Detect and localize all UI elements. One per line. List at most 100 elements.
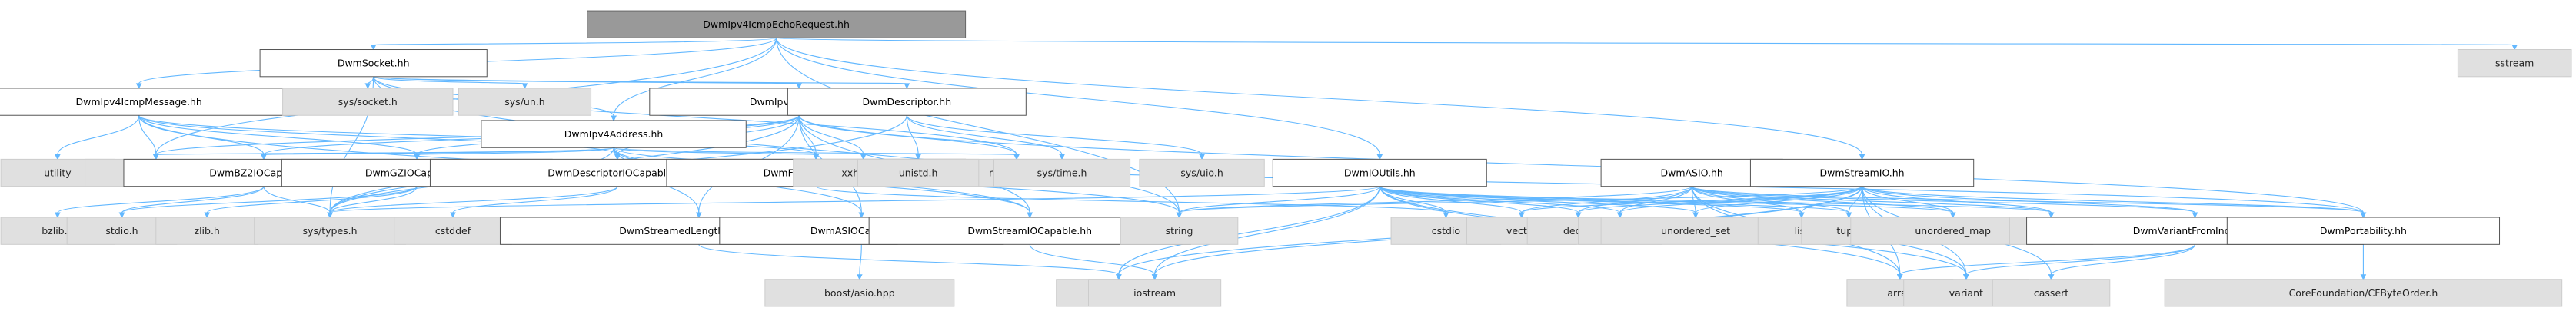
edge-arrowhead <box>915 154 921 160</box>
node-unistd: unistd.h <box>857 158 980 187</box>
node-label: DwmIpv4Address.hh <box>564 128 664 140</box>
edge-line <box>776 38 1380 155</box>
edge-line <box>452 186 618 213</box>
edge-arrowhead <box>857 274 863 280</box>
node-string: string <box>1120 217 1239 245</box>
node-syssock: sys/socket.h <box>282 88 454 116</box>
node-streamio[interactable]: DwmStreamIO.hh <box>1749 158 1975 187</box>
node-systypes: sys/types.h <box>254 217 406 245</box>
edge-line <box>2050 244 2196 275</box>
edge-arrowhead <box>1376 154 1383 160</box>
node-label: DwmPortability.hh <box>2320 225 2407 237</box>
node-label: zlib.h <box>195 225 220 237</box>
edge-arrowhead <box>2511 45 2518 51</box>
node-box <box>993 158 1131 187</box>
node-box <box>857 158 980 187</box>
edge-arrowhead <box>1518 212 1525 219</box>
node-box <box>1272 158 1487 187</box>
node-desc[interactable]: DwmDescriptor.hh <box>787 88 1027 116</box>
edge-streamio-to-deque <box>1575 186 1863 219</box>
node-label: DwmSocket.hh <box>338 58 410 69</box>
node-ip4[interactable]: DwmIpv4Address.hh <box>481 120 747 148</box>
node-box <box>1139 158 1265 187</box>
edge-slen-to-cstdint <box>698 243 1122 280</box>
node-port[interactable]: DwmPortability.hh <box>2226 217 2501 245</box>
edge-asiocap-to-boostasio <box>857 244 863 280</box>
node-label: sys/uio.h <box>1180 167 1223 179</box>
edge-streamio-to-set <box>1862 186 2055 219</box>
node-box <box>1749 158 1975 187</box>
node-box <box>1992 279 2111 307</box>
node-label: unordered_map <box>1915 225 1991 237</box>
edge-arrowhead <box>611 115 617 122</box>
edge-line <box>798 115 2364 213</box>
edge-bz2-to-stdio <box>118 186 265 219</box>
edge-arrowhead <box>614 154 621 160</box>
node-label: DwmDescriptorIOCapable.hh <box>547 167 687 179</box>
edge-line <box>1578 186 1863 213</box>
edge-line <box>373 37 777 46</box>
edge-streamio-to-umap <box>1862 186 1956 219</box>
edge-line <box>1521 186 1863 213</box>
edge-line <box>1029 244 1156 275</box>
edge-arrowhead <box>450 212 456 219</box>
node-icmpmsg[interactable]: DwmIpv4IcmpMessage.hh <box>0 88 296 116</box>
edge-line <box>1691 186 2196 213</box>
edge-root-to-streamio <box>776 38 1865 160</box>
edge-root-to-sstream <box>776 37 2518 51</box>
edge-arrowhead <box>1013 154 1020 160</box>
node-ioutils[interactable]: DwmIOUtils.hh <box>1272 158 1487 187</box>
edge-arrowhead <box>1199 154 1205 160</box>
edge-line <box>1179 186 1692 213</box>
node-cfbyte: CoreFoundation/CFByteOrder.h <box>2164 279 2563 307</box>
node-sock[interactable]: DwmSocket.hh <box>259 49 488 78</box>
node-box <box>787 88 1027 116</box>
node-cassert: cassert <box>1992 279 2111 307</box>
edge-line <box>57 186 265 213</box>
node-label: cassert <box>2034 287 2068 299</box>
edge-line <box>416 147 614 155</box>
node-box <box>1120 217 1239 245</box>
edge-line <box>798 115 1017 155</box>
edge-arrowhead <box>55 212 61 219</box>
edge-line <box>373 76 526 84</box>
node-box <box>282 88 454 116</box>
edge-desc-to-systime <box>906 115 1065 160</box>
edge-line <box>1179 186 1380 213</box>
edge-arrowhead <box>152 154 159 160</box>
edge-arrowhead <box>1176 212 1183 219</box>
edge-arrowhead <box>1116 274 1122 280</box>
edge-gz-to-zlib <box>204 186 418 219</box>
edge-arrowhead <box>370 45 377 51</box>
edge-arrowhead <box>904 83 910 90</box>
edge-line <box>1379 186 1579 213</box>
node-boostasio: boost/asio.hpp <box>764 279 955 307</box>
node-root[interactable]: DwmIpv4IcmpEchoRequest.hh <box>587 10 967 38</box>
edge-line <box>776 37 2515 46</box>
node-label: string <box>1166 225 1193 237</box>
edge-line <box>138 115 157 155</box>
edge-port-to-cfbyte <box>2360 244 2367 280</box>
edge-arrowhead <box>414 154 421 160</box>
edge-streamio-to-vector <box>1518 186 1863 219</box>
edge-icmpmsg-to-utility <box>55 115 140 160</box>
edge-arrowhead <box>1575 212 1582 219</box>
edges-layer <box>55 37 2518 280</box>
edge-streamcap-to-iostream <box>1029 244 1158 280</box>
edge-line <box>263 186 331 213</box>
edge-vfi-to-array <box>1896 243 2196 280</box>
edge-line <box>367 76 374 84</box>
edge-arrowhead <box>2360 212 2367 219</box>
node-box <box>155 217 259 245</box>
node-label: DwmASIO.hh <box>1660 167 1722 179</box>
edge-line <box>776 38 1863 155</box>
edge-arrowhead <box>261 154 267 160</box>
node-box <box>587 10 967 38</box>
node-label: DwmVariantFromIndex.hh <box>2133 225 2258 237</box>
edge-line <box>1695 186 1863 213</box>
edge-line <box>1848 186 1863 213</box>
edge-line <box>698 243 1120 276</box>
edge-arrowhead <box>1963 274 1969 280</box>
edge-line <box>329 186 618 213</box>
edge-line <box>1691 186 1849 213</box>
